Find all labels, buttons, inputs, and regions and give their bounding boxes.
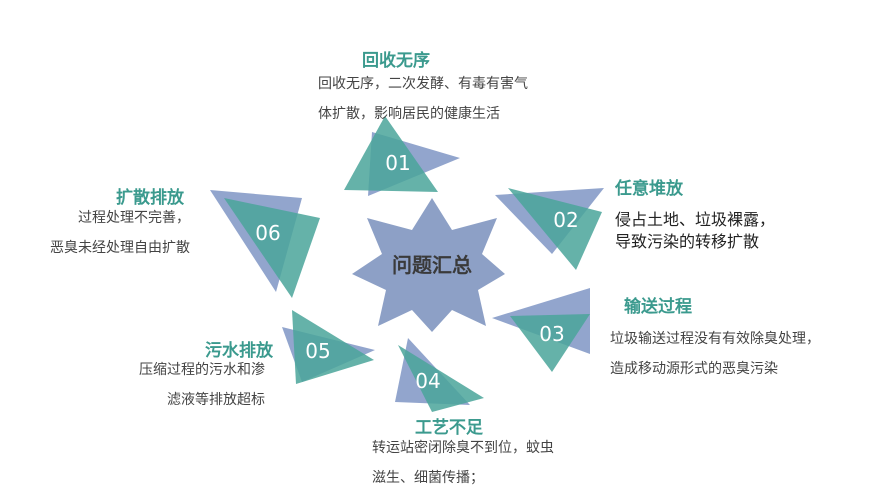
segment-03-number: 03 xyxy=(539,322,564,346)
segment-02-teal-triangle xyxy=(508,188,602,270)
item-03-title: 输送过程 xyxy=(624,297,692,317)
item-06-line-2: 恶臭未经处理自由扩散 xyxy=(50,240,190,256)
item-04-title: 工艺不足 xyxy=(415,418,483,438)
item-05-title: 污水排放 xyxy=(205,341,273,361)
segment-02-number: 02 xyxy=(553,208,578,232)
item-04-line-1: 转运站密闭除臭不到位，蚊虫 xyxy=(372,440,554,456)
item-05-line-1: 压缩过程的污水和渗 xyxy=(139,362,265,378)
segment-05-number: 05 xyxy=(305,339,330,363)
item-01-line-2: 体扩散，影响居民的健康生活 xyxy=(318,106,500,122)
item-01-line-1: 回收无序，二次发酵、有毒有害气 xyxy=(318,76,528,92)
item-05-line-2: 滤液等排放超标 xyxy=(167,392,265,408)
item-02-line-2: 导致污染的转移扩散 xyxy=(615,232,760,251)
segment-04: 04 xyxy=(395,338,484,412)
item-02-line-1: 侵占土地、垃圾裸露， xyxy=(615,210,776,229)
item-03-description: 垃圾输送过程没有有效除臭处理， 造成移动源形式的恶臭污染 xyxy=(610,324,820,384)
item-06-description: 过程处理不完善， 恶臭未经处理自由扩散 xyxy=(50,203,190,263)
segment-04-teal-triangle xyxy=(398,345,484,412)
segment-01-number: 01 xyxy=(385,151,410,175)
segment-05-teal-triangle xyxy=(292,310,374,384)
segment-01: 01 xyxy=(344,116,460,196)
item-02-title: 任意堆放 xyxy=(615,179,683,199)
item-05-description: 压缩过程的污水和渗 滤液等排放超标 xyxy=(139,355,265,415)
item-06-title: 扩散排放 xyxy=(116,188,184,208)
center-star xyxy=(352,198,505,332)
segment-06: 06 xyxy=(210,190,320,298)
segment-04-number: 04 xyxy=(415,369,440,393)
segment-06-teal-triangle xyxy=(224,198,320,298)
segment-01-teal-triangle xyxy=(344,116,438,192)
item-03-line-1: 垃圾输送过程没有有效除臭处理， xyxy=(610,331,820,347)
item-01-description: 回收无序，二次发酵、有毒有害气 体扩散，影响居民的健康生活 xyxy=(318,69,528,129)
item-02-description: 侵占土地、垃圾裸露， 导致污染的转移扩散 xyxy=(615,209,775,253)
segment-05: 05 xyxy=(282,310,375,384)
center-label: 问题汇总 xyxy=(392,253,472,277)
item-04-description: 转运站密闭除臭不到位，蚊虫 滋生、细菌传播； xyxy=(372,433,554,493)
segment-03: 03 xyxy=(492,288,590,372)
item-06-line-1: 过程处理不完善， xyxy=(78,210,190,226)
segment-06-number: 06 xyxy=(255,221,280,245)
item-03-line-2: 造成移动源形式的恶臭污染 xyxy=(610,361,778,377)
item-04-line-2: 滋生、细菌传播； xyxy=(372,470,484,486)
segment-03-teal-triangle xyxy=(510,314,590,372)
item-01-title: 回收无序 xyxy=(362,51,430,71)
segment-02: 02 xyxy=(495,188,604,270)
